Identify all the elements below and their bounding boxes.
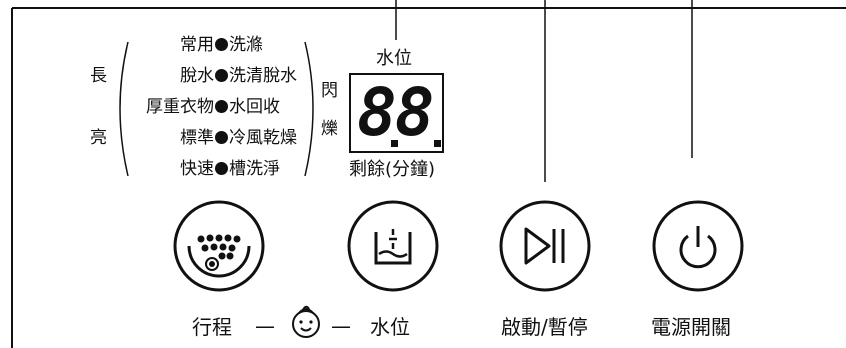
display-bottom-label: 剩餘(分鐘) bbox=[349, 159, 436, 180]
power-icon bbox=[652, 200, 744, 292]
right-bracket bbox=[304, 41, 314, 177]
program-left-label: 脫水 bbox=[180, 66, 214, 86]
program-left-label: 厚重衣物 bbox=[146, 97, 214, 117]
display-dot bbox=[434, 140, 441, 147]
start-pause-button[interactable] bbox=[498, 199, 592, 293]
indicator-dot bbox=[215, 69, 228, 82]
program-right-label: 水回收 bbox=[229, 97, 280, 117]
course-icon bbox=[173, 200, 265, 292]
water-level-icon bbox=[347, 200, 439, 292]
dash-right: — bbox=[331, 314, 351, 338]
seven-segment-display: 88 bbox=[349, 73, 444, 153]
label-blink-top: 閃 bbox=[321, 81, 338, 101]
left-bracket bbox=[119, 41, 129, 177]
label-blink-bottom: 爍 bbox=[321, 119, 338, 139]
indicator-dot bbox=[215, 38, 228, 51]
program-row: 脫水洗清脫水 bbox=[128, 66, 297, 86]
program-row: 快速槽洗淨 bbox=[128, 159, 280, 179]
display-top-label: 水位 bbox=[376, 48, 412, 69]
display-dot bbox=[391, 140, 398, 147]
course-label: 行程 bbox=[192, 315, 232, 339]
water-level-button[interactable] bbox=[346, 199, 440, 293]
program-right-label: 槽洗淨 bbox=[229, 159, 280, 179]
program-right-label: 冷風乾燥 bbox=[229, 128, 297, 148]
program-row: 標準冷風乾燥 bbox=[128, 128, 297, 148]
label-solid-on-bottom: 亮 bbox=[90, 128, 107, 148]
label-solid-on-top: 長 bbox=[90, 66, 107, 86]
program-left-label: 標準 bbox=[180, 128, 214, 148]
program-left-label: 快速 bbox=[180, 159, 214, 179]
program-left-label: 常用 bbox=[180, 35, 214, 55]
program-right-label: 洗清脫水 bbox=[229, 66, 297, 86]
play-pause-icon bbox=[499, 200, 591, 292]
power-label: 電源開關 bbox=[651, 315, 731, 339]
start-pause-label: 啟動/暫停 bbox=[501, 315, 588, 339]
child-lock-icon bbox=[287, 303, 325, 341]
display-digits: 88 bbox=[357, 74, 434, 151]
indicator-dot bbox=[215, 131, 228, 144]
program-row: 厚重衣物水回收 bbox=[100, 97, 280, 117]
program-row: 常用洗滌 bbox=[128, 35, 263, 55]
indicator-dot bbox=[215, 100, 228, 113]
course-button[interactable] bbox=[172, 199, 266, 293]
dash-left: — bbox=[255, 314, 275, 338]
indicator-dot bbox=[215, 162, 228, 175]
program-right-label: 洗滌 bbox=[229, 35, 263, 55]
water-level-label: 水位 bbox=[370, 315, 410, 339]
power-button[interactable] bbox=[651, 199, 745, 293]
